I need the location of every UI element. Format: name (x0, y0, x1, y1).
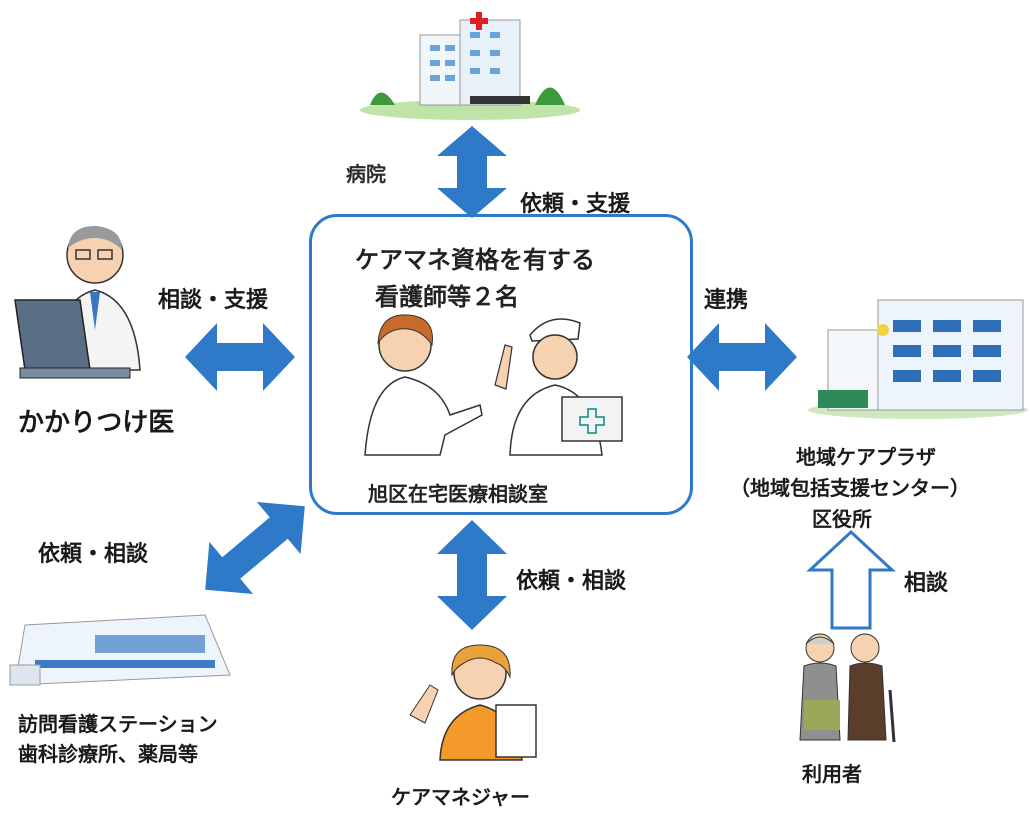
arrow-center-caremanager (437, 520, 507, 630)
user-label: 利用者 (802, 762, 862, 786)
edge-user-label: 相談 (904, 571, 949, 596)
center-footer: 旭区在宅医療相談室 (368, 482, 548, 506)
hospital-label: 病院 (346, 162, 386, 186)
arrow-center-station (205, 502, 305, 594)
doctor-label: かかりつけ医 (18, 408, 175, 438)
edge-left-label: 相談・支援 (158, 288, 269, 313)
hospital-illustration (360, 12, 580, 120)
edge-bottom-left-label: 依頼・相談 (38, 542, 149, 567)
arrow-user-careplaza (806, 529, 896, 630)
arrow-doctor-center (185, 323, 295, 391)
elderly-couple-illustration (799, 633, 896, 743)
nurses-illustration (364, 314, 623, 456)
care-manager-label: ケアマネジャー (391, 785, 530, 809)
care-plaza-label-1: 地域ケアプラザ (796, 445, 936, 469)
care-plaza-label-2: （地域包括支援センター） (730, 476, 970, 500)
arrow-center-careplaza (687, 323, 797, 391)
edge-bottom-label: 依頼・相談 (516, 569, 627, 594)
care-manager-illustration (409, 644, 537, 761)
doctor-illustration (14, 226, 141, 379)
center-title: ケアマネ資格を有する (355, 246, 595, 274)
edge-top-label: 依頼・支援 (520, 192, 631, 217)
station-label-1: 訪問看護ステーション (18, 712, 218, 736)
station-building (9, 614, 231, 686)
care-plaza-label-3: 区役所 (812, 507, 872, 531)
care-plaza-building (808, 299, 1028, 419)
center-subtitle: 看護師等２名 (375, 283, 519, 311)
station-label-2: 歯科診療所、薬局等 (18, 742, 198, 766)
arrow-hospital-center (437, 126, 507, 218)
edge-right-label: 連携 (704, 288, 749, 313)
